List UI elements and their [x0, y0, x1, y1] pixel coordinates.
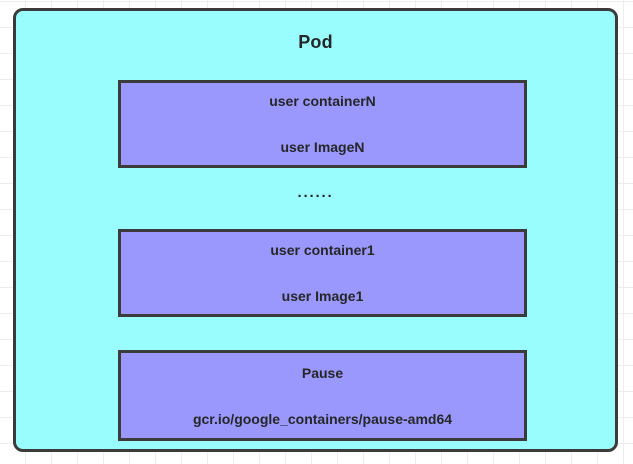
container-box-user-containern: user containerN user ImageN — [118, 80, 527, 168]
container-box-pause: Pause gcr.io/google_containers/pause-amd… — [118, 350, 527, 441]
container-name-label: user containerN — [269, 93, 376, 109]
pod-container-box: Pod user containerN user ImageN ······ u… — [13, 8, 618, 452]
container-image-label: user ImageN — [280, 139, 365, 155]
pod-title: Pod — [298, 32, 333, 52]
container-box-user-container1: user container1 user Image1 — [118, 229, 527, 317]
container-name-label: Pause — [301, 364, 344, 381]
ellipsis-indicator: ······ — [297, 188, 334, 205]
container-image-label: user Image1 — [281, 288, 364, 304]
container-name-label: user container1 — [270, 242, 375, 258]
container-image-label: gcr.io/google_containers/pause-amd64 — [192, 410, 453, 427]
